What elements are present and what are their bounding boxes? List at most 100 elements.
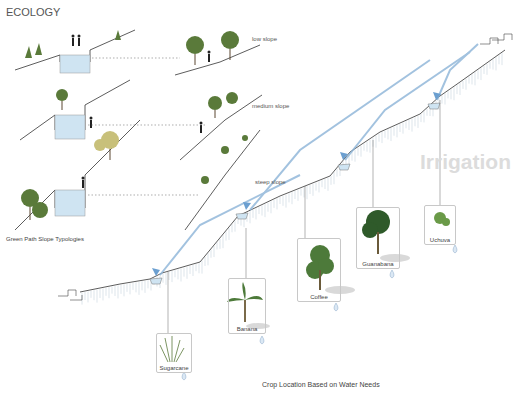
hatch-stroke [379,134,380,142]
hatch-stroke [211,250,212,258]
hatch-stroke [325,179,326,189]
crop-name: Banana [237,326,258,332]
hatch-stroke [142,281,143,290]
hatch-stroke [289,193,290,202]
hatch-stroke [202,261,203,274]
crop-box: Guanabana [356,207,400,269]
hatch-stroke [442,96,443,104]
hatch-stroke [412,119,413,132]
hatch-stroke [448,91,449,98]
hatch-stroke [256,208,257,219]
hatch-stroke [478,70,479,79]
hatch-stroke [316,183,317,191]
hatch-stroke [460,83,461,95]
hatch-stroke [397,125,398,137]
hatch-stroke [91,291,92,298]
hatch-stroke [271,201,272,213]
hatch-stroke [376,136,377,148]
hatch-stroke [301,189,302,196]
hatch-stroke [118,285,119,298]
hatch-stroke [481,68,482,80]
crop-name: Sugarcane [159,365,188,371]
hatch-stroke [286,195,287,208]
hatch-stroke [94,290,95,300]
hatch-stroke [262,206,263,216]
hatch-stroke [496,57,497,70]
hatch-stroke [364,144,365,151]
hatch-stroke [322,180,323,187]
hatch-stroke [172,271,173,282]
hatch-stroke [307,186,308,199]
slope-label: medium slope [252,103,289,109]
hatch-stroke [130,283,131,294]
hatch-stroke [136,282,137,292]
hatch-stroke [445,94,446,105]
hatch-stroke [463,81,464,89]
hatch-stroke [184,268,185,277]
hatch-stroke [403,123,404,134]
hatch-stroke [274,200,275,208]
crop-name: Coffee [310,294,328,300]
hatch-stroke [235,221,236,232]
crop-name: Guanabana [362,261,393,267]
hatch-stroke [469,77,470,84]
crop-box: Coffee [297,238,341,302]
hatch-stroke [193,265,194,276]
hatch-stroke [421,114,422,122]
hatch-stroke [367,142,368,152]
hatch-stroke [265,204,266,217]
hatch-stroke [358,148,359,156]
hatch-stroke [415,117,416,126]
hatch-stroke [424,111,425,122]
hatch-stroke [487,64,488,75]
hatch-stroke [388,129,389,139]
hatch-stroke [475,72,476,85]
hatch-stroke [208,253,209,265]
hatch-stroke [394,127,395,136]
hatch-stroke [166,273,167,285]
hatch-stroke [220,239,221,249]
hatch-stroke [226,232,227,241]
hatch-stroke [382,132,383,143]
hatch-stroke [163,274,164,283]
slope-label: low slope [252,36,277,42]
hatch-stroke [187,267,188,279]
hatch-stroke [370,140,371,153]
hatch-stroke [217,242,218,249]
hatch-stroke [124,284,125,296]
hatch-stroke [115,286,116,296]
hatch-stroke [268,203,269,212]
hatch-stroke [97,290,98,303]
hatch-stroke [292,192,293,204]
hatch-stroke [328,178,329,191]
hatch-stroke [454,87,455,100]
hatch-stroke [418,116,419,128]
hatch-stroke [451,89,452,99]
hatch-stroke [205,257,206,266]
hatch-stroke [304,187,305,197]
hatch-stroke [103,288,104,300]
hatch-stroke [409,120,410,130]
hatch-stroke [169,272,170,280]
hatch-stroke [499,55,500,64]
hatch-stroke [190,266,191,274]
hatch-stroke [232,224,233,232]
hatch-stroke [457,85,458,94]
hatch-stroke [334,172,335,184]
title: ECOLOGY [6,6,60,18]
crop-name: Uchuva [430,237,450,243]
hatch-stroke [133,283,134,290]
hatch-stroke [283,196,284,206]
crop-box: Banana [228,278,266,334]
hatch-stroke [196,264,197,271]
hatch-stroke [214,246,215,257]
hatch-stroke [127,284,128,292]
hatch-stroke [361,146,362,157]
hatch-stroke [181,269,182,282]
hatch-stroke [484,66,485,74]
hatch-stroke [319,181,320,192]
hatch-stroke [250,211,251,223]
hatch-stroke [406,121,407,128]
